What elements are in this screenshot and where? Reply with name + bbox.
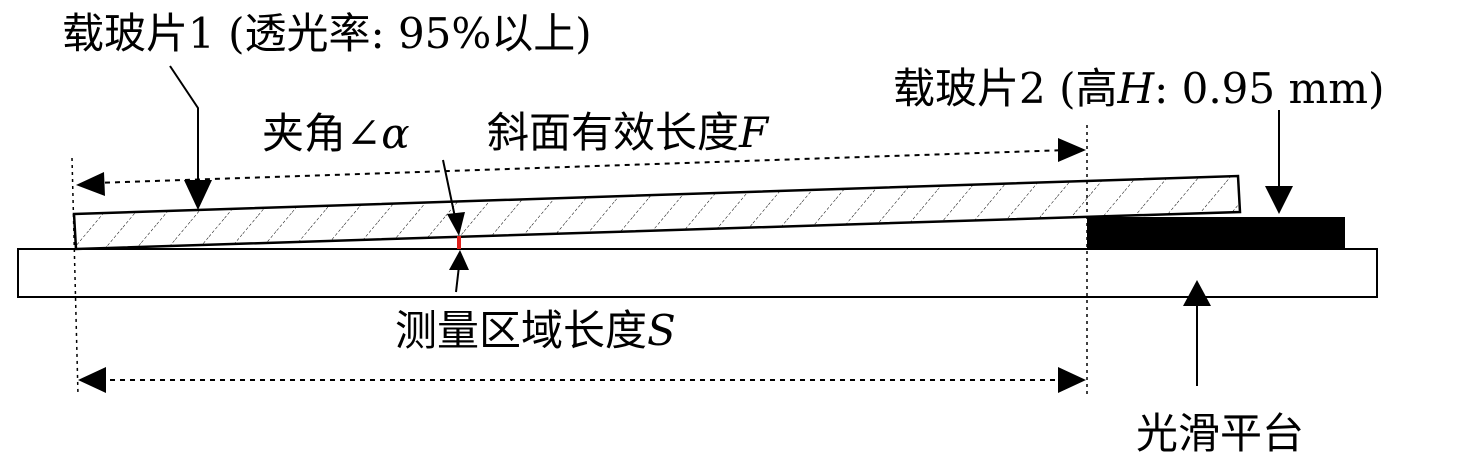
- slide2-spacer: [1087, 217, 1345, 250]
- platform-leader-arrow: [1183, 280, 1211, 306]
- slide2-height-var: H: [1116, 64, 1155, 113]
- angle-leader-top: [442, 159, 457, 223]
- slope-arrow-right: [1058, 138, 1086, 162]
- measure-arrow-left: [78, 367, 106, 393]
- slope-var: F: [738, 108, 770, 157]
- slide1-inclined: [72, 174, 1242, 251]
- measure-var: S: [647, 306, 676, 355]
- slide1-label: 载玻片1 (透光率: 95%以上): [62, 9, 592, 58]
- slide1-leader: [169, 65, 199, 188]
- platform-label: 光滑平台: [1136, 409, 1304, 458]
- angle-leader-bottom-arrow: [449, 250, 469, 270]
- guide-line-left: [71, 157, 79, 396]
- slide2-label: 载玻片2 (高H: 0.95 mm): [893, 64, 1385, 113]
- angle-label: 夹角∠α: [262, 109, 410, 158]
- slope-length-dimension: [94, 149, 1069, 184]
- slope-length-label: 斜面有效长度F: [487, 108, 770, 157]
- angle-leader-top-arrow: [447, 212, 465, 236]
- angle-leader-bottom: [455, 265, 460, 293]
- slide2-leader-arrow: [1265, 186, 1293, 214]
- slide1-leader-arrow: [184, 180, 212, 210]
- measure-length-label: 测量区域长度S: [395, 306, 676, 355]
- slope-arrow-left: [76, 172, 105, 196]
- angle-var: α: [381, 109, 409, 158]
- measure-arrow-right: [1058, 367, 1086, 393]
- smooth-platform: [17, 248, 1378, 298]
